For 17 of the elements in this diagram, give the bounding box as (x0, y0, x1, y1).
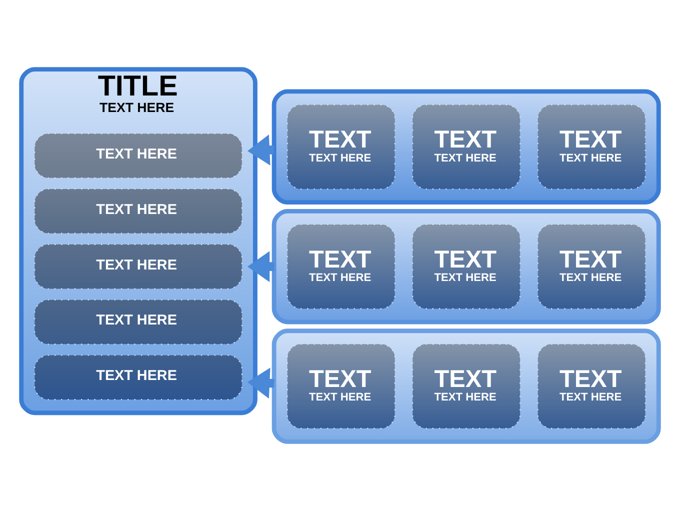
node-box: TEXT TEXT HERE (286, 104, 396, 190)
node-box: TEXT HERE (34, 188, 242, 234)
node-box: TEXT TEXT HERE (537, 104, 646, 190)
cluster (272, 328, 661, 444)
node-box: TEXT HERE (34, 243, 242, 289)
node-box: TEXT HERE (34, 354, 242, 400)
node-box: TEXT TEXT HERE (412, 223, 521, 309)
node-box: TEXT TEXT HERE (537, 343, 646, 428)
node-box: TEXT HERE (34, 132, 242, 178)
node-box: TEXT HERE (34, 298, 242, 344)
node-box: TEXT TEXT HERE (412, 343, 521, 428)
node-box: TEXT TEXT HERE (537, 223, 646, 309)
cluster (272, 88, 661, 204)
node-box: TEXT TEXT HERE (412, 104, 521, 190)
node-box: TEXT TEXT HERE (286, 223, 396, 309)
node-box: TEXT TEXT HERE (286, 343, 396, 428)
cluster (272, 208, 661, 324)
